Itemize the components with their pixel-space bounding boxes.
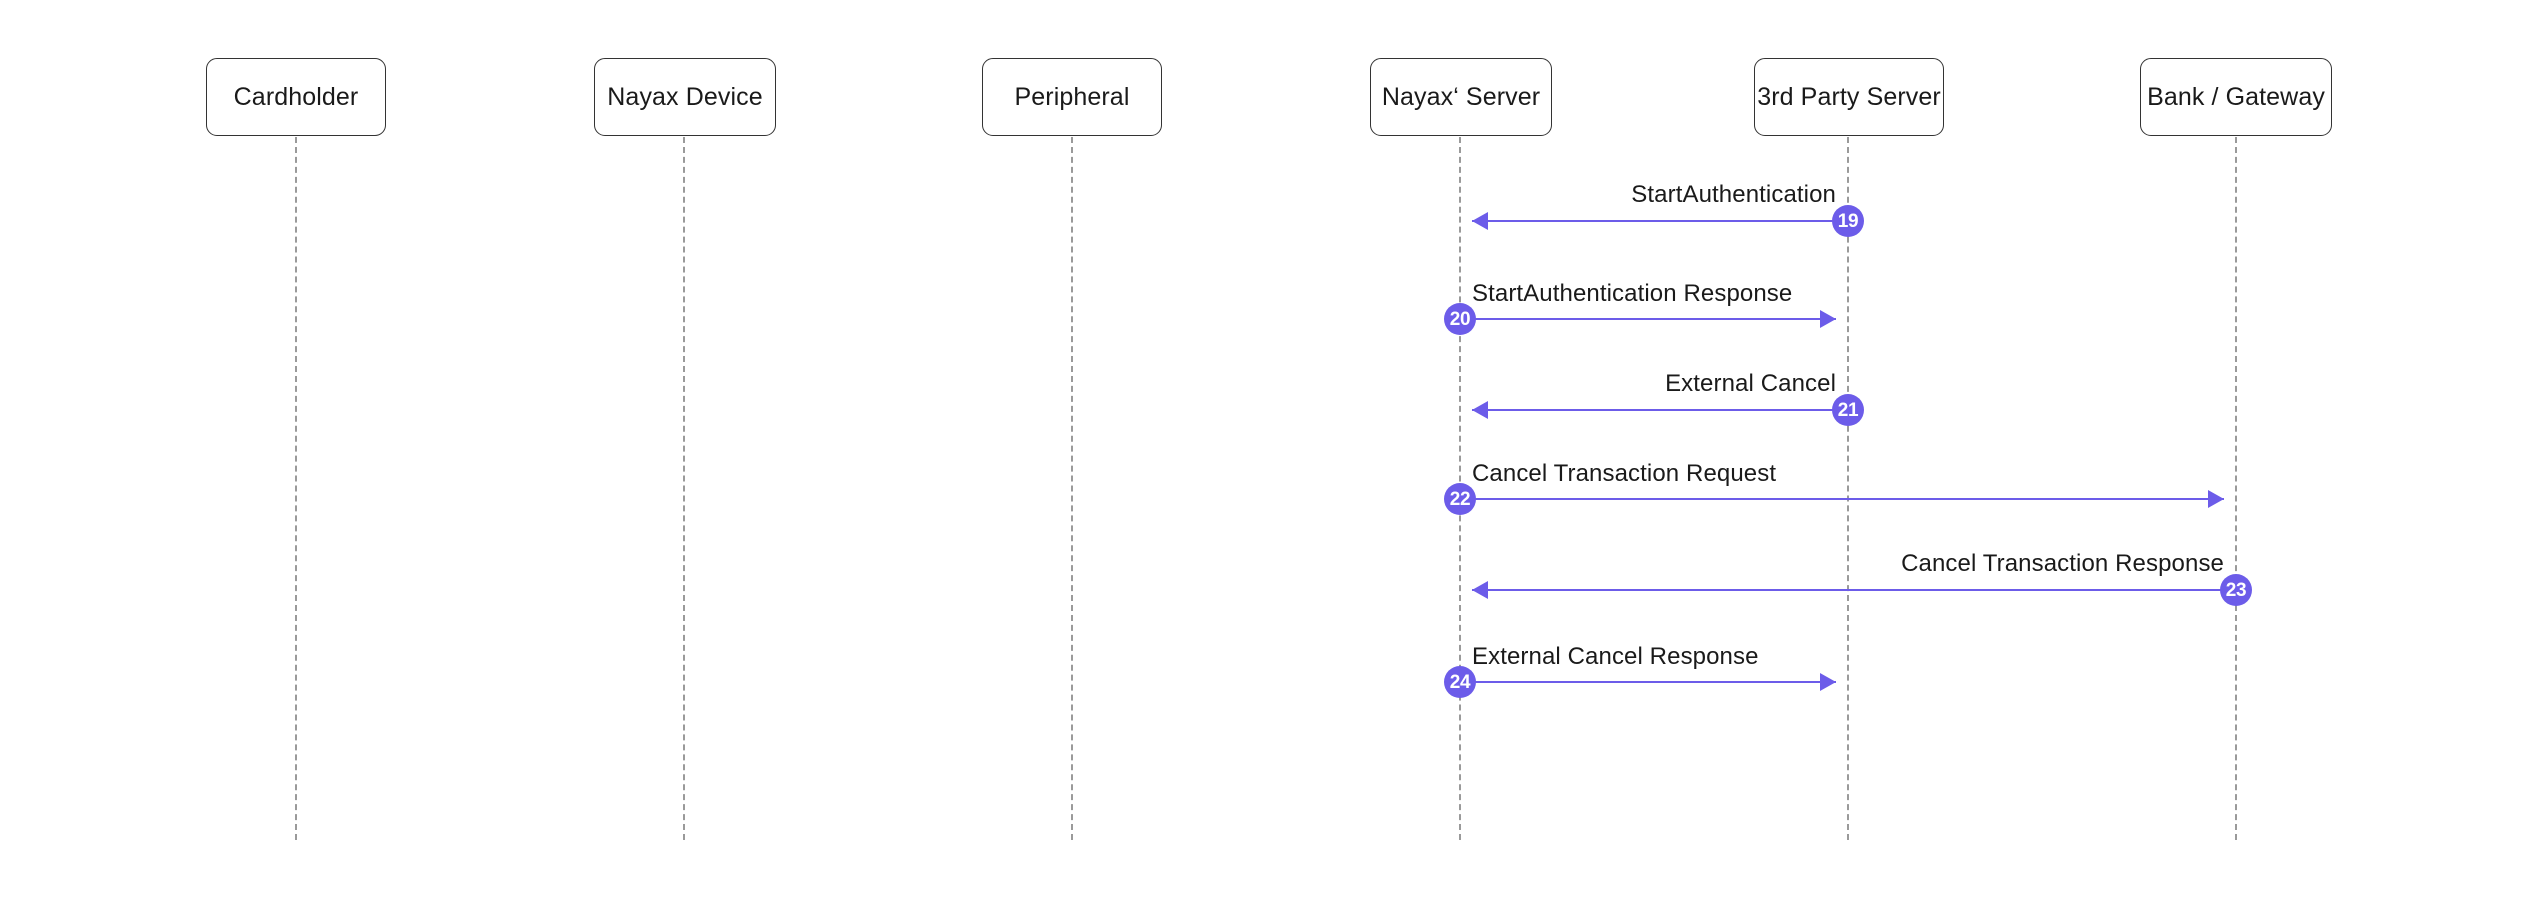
message-label: External Cancel — [1665, 370, 1836, 397]
message-arrow-line[interactable] — [1472, 220, 1848, 222]
sequence-number-text: 21 — [1837, 399, 1859, 421]
participant-label: Cardholder — [233, 82, 359, 111]
participant-label: Peripheral — [1014, 82, 1130, 111]
lifeline-cardholder — [295, 137, 297, 840]
sequence-number-text: 24 — [1449, 671, 1471, 693]
sequence-number-text: 23 — [2225, 579, 2247, 601]
message-arrow-line[interactable] — [1460, 681, 1836, 683]
arrow-head-right-icon — [2208, 490, 2224, 508]
sequence-number-badge[interactable]: 23 — [2220, 574, 2252, 606]
sequence-number-text: 20 — [1449, 308, 1471, 330]
participant-bank-gateway[interactable]: Bank / Gateway — [2140, 58, 2332, 136]
sequence-number-badge[interactable]: 21 — [1832, 394, 1864, 426]
sequence-number-badge[interactable]: 19 — [1832, 205, 1864, 237]
participant-label: 3rd Party Server — [1757, 82, 1941, 111]
message-arrow-line[interactable] — [1460, 318, 1836, 320]
arrow-head-right-icon — [1820, 310, 1836, 328]
sequence-number-badge[interactable]: 22 — [1444, 483, 1476, 515]
lifeline-bank-gateway — [2235, 137, 2237, 840]
message-label: Cancel Transaction Request — [1472, 460, 1777, 487]
sequence-number-badge[interactable]: 24 — [1444, 666, 1476, 698]
lifeline-nayax-device — [683, 137, 685, 840]
participant-nayax-server[interactable]: Nayax‘ Server — [1370, 58, 1552, 136]
sequence-number-text: 22 — [1449, 488, 1471, 510]
message-label: Cancel Transaction Response — [1901, 550, 2224, 577]
participant-third-party[interactable]: 3rd Party Server — [1754, 58, 1944, 136]
participant-nayax-device[interactable]: Nayax Device — [594, 58, 776, 136]
participant-label: Nayax Device — [607, 82, 763, 111]
message-label: StartAuthentication Response — [1472, 280, 1793, 307]
participant-label: Bank / Gateway — [2147, 82, 2325, 111]
message-label: StartAuthentication — [1631, 181, 1836, 208]
message-label: External Cancel Response — [1472, 643, 1759, 670]
arrow-head-left-icon — [1472, 212, 1488, 230]
sequence-number-badge[interactable]: 20 — [1444, 303, 1476, 335]
participant-cardholder[interactable]: Cardholder — [206, 58, 386, 136]
lifeline-third-party — [1847, 137, 1849, 840]
participant-label: Nayax‘ Server — [1381, 82, 1541, 111]
arrow-head-right-icon — [1820, 673, 1836, 691]
message-arrow-line[interactable] — [1472, 409, 1848, 411]
message-arrow-line[interactable] — [1472, 589, 2236, 591]
participant-peripheral[interactable]: Peripheral — [982, 58, 1162, 136]
lifeline-peripheral — [1071, 137, 1073, 840]
arrow-head-left-icon — [1472, 401, 1488, 419]
arrow-head-left-icon — [1472, 581, 1488, 599]
sequence-number-text: 19 — [1837, 210, 1859, 232]
message-arrow-line[interactable] — [1460, 498, 2224, 500]
